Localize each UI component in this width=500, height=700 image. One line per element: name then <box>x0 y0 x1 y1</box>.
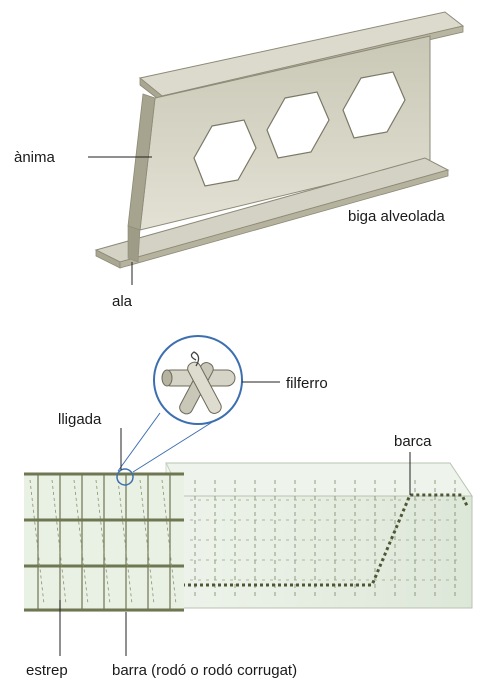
tie-point-marker <box>116 468 134 486</box>
rebar-cage <box>24 472 184 612</box>
label-wire: filferro <box>286 375 328 392</box>
label-bar: barra (rodó o rodó corrugat) <box>112 662 297 679</box>
bent-up-bar <box>182 493 470 587</box>
wire-tie-detail <box>153 335 243 425</box>
beam-opening <box>266 91 330 159</box>
beam-opening <box>193 119 257 187</box>
label-web: ànima <box>14 149 56 166</box>
label-tie: lligada <box>58 411 102 428</box>
label-cage: barca <box>394 433 432 450</box>
label-flange: ala <box>112 293 133 310</box>
label-stirrup: estrep <box>26 662 68 679</box>
label-castellated-beam: biga alveolada <box>348 208 445 225</box>
beam-opening <box>342 71 406 139</box>
castellated-beam <box>94 11 465 269</box>
concrete-block <box>165 462 473 609</box>
